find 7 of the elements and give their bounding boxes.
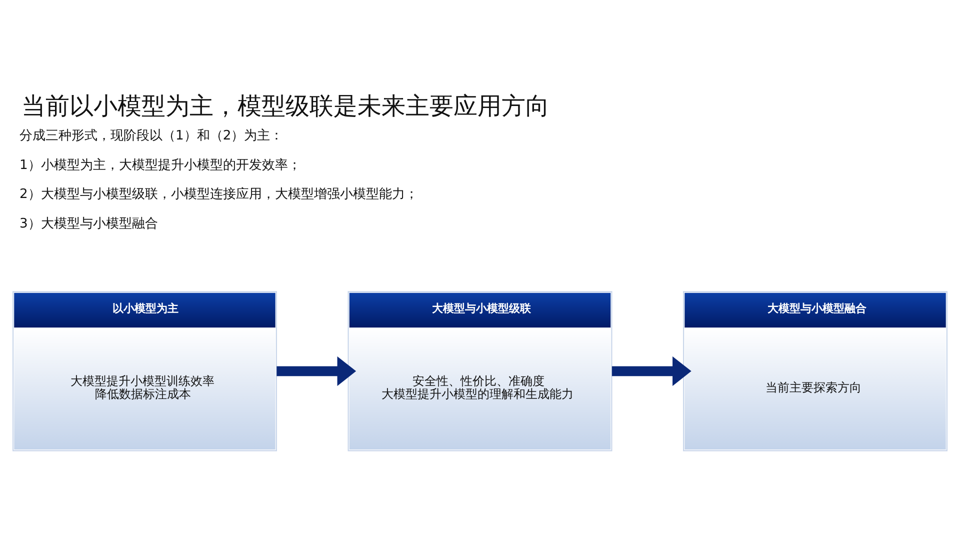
arrow (276, 356, 356, 386)
diagram-title: 当前以小模型为主，模型级联是未来主要应用方向 (22, 91, 550, 120)
label: 2）大模型与小模型级联，小模型连接应用，大模型增强小模型能力； (20, 186, 418, 202)
label: 3）大模型与小模型融合 (20, 216, 158, 232)
label: 1）小模型为主，大模型提升小模型的开发效率； (20, 157, 301, 172)
label: 分成三种形式，现阶段以（1）和（2）为主： (20, 128, 284, 143)
arrow (612, 356, 692, 386)
